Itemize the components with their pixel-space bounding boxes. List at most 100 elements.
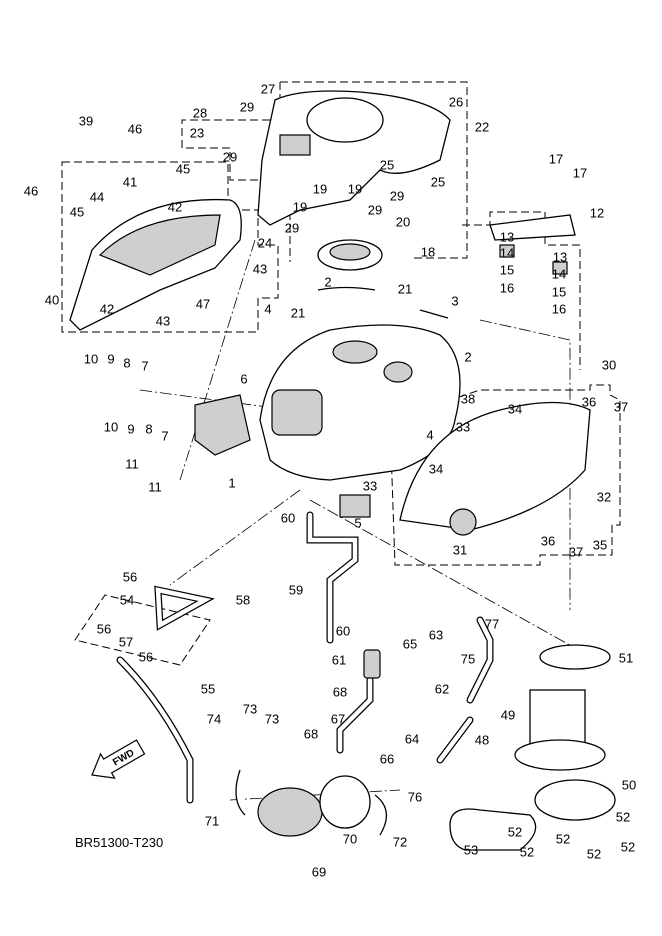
canister: [257, 787, 323, 837]
callout: 31: [453, 542, 467, 557]
yamaha-emblem: [449, 508, 477, 536]
callout: 17: [549, 151, 563, 166]
callout: 51: [619, 650, 633, 665]
tank-bracket: [194, 394, 251, 456]
callout: 68: [333, 684, 347, 699]
callout: 29: [223, 149, 237, 164]
callout: 26: [449, 94, 463, 109]
callout: 75: [461, 651, 475, 666]
callout: 42: [168, 199, 182, 214]
callout: 70: [343, 831, 357, 846]
callout: 32: [597, 489, 611, 504]
callout: 76: [408, 789, 422, 804]
callout: 36: [541, 533, 555, 548]
callout: 59: [289, 582, 303, 597]
callout: 73: [243, 701, 257, 716]
callout: 52: [508, 824, 522, 839]
callout: 55: [201, 681, 215, 696]
callout: 21: [398, 281, 412, 296]
callout: 16: [552, 301, 566, 316]
callout: 5: [354, 515, 361, 530]
callout: 49: [501, 707, 515, 722]
callout: 60: [336, 623, 350, 638]
callout: 43: [156, 313, 170, 328]
callout: 18: [421, 244, 435, 259]
callout-labels: 27 26 22 28 29 23 39 46 29 25 25 45 41 4…: [24, 81, 636, 879]
callout: 44: [90, 189, 104, 204]
callout: 4: [426, 427, 433, 442]
callout: 37: [614, 399, 628, 414]
callout: 34: [508, 401, 522, 416]
callout: 8: [123, 355, 130, 370]
callout: 29: [390, 188, 404, 203]
seat: [399, 401, 591, 531]
callout: 33: [456, 419, 470, 434]
callout: 52: [520, 844, 534, 859]
callout: 73: [265, 711, 279, 726]
callout: 46: [128, 121, 142, 136]
diagram-code: BR51300-T230: [75, 835, 163, 850]
callout: 65: [403, 636, 417, 651]
callout: 67: [331, 711, 345, 726]
callout: 21: [291, 305, 305, 320]
callout: 4: [264, 301, 271, 316]
fuel-pump: [529, 689, 586, 746]
callout: 15: [552, 284, 566, 299]
callout: 14: [552, 266, 566, 281]
callout: 53: [464, 842, 478, 857]
callout: 77: [485, 616, 499, 631]
callout: 17: [573, 165, 587, 180]
callout: 11: [148, 479, 162, 494]
callout: 60: [281, 510, 295, 525]
callout: 48: [475, 732, 489, 747]
callout: 7: [141, 358, 148, 373]
callout: 45: [70, 204, 84, 219]
callout: 10: [104, 419, 118, 434]
hose-group-box: [74, 594, 211, 666]
callout: 9: [107, 351, 114, 366]
callout: 30: [602, 357, 616, 372]
callout: 40: [45, 292, 59, 307]
callout: 25: [431, 174, 445, 189]
callout: 19: [313, 181, 327, 196]
fuel-tank: [259, 324, 461, 481]
callout: 56: [123, 569, 137, 584]
callout: 27: [261, 81, 275, 96]
callout: 14: [500, 245, 514, 260]
callout: 2: [324, 274, 331, 289]
tank-top-cover: [257, 90, 451, 226]
callout: 38: [461, 391, 475, 406]
callout: 33: [363, 478, 377, 493]
pump-ring: [539, 644, 611, 670]
callout: 25: [380, 157, 394, 172]
callout: 29: [368, 202, 382, 217]
callout: 29: [240, 99, 254, 114]
callout: 2: [464, 349, 471, 364]
callout: 56: [97, 621, 111, 636]
callout: 74: [207, 711, 221, 726]
callout: 29: [285, 220, 299, 235]
callout: 34: [429, 461, 443, 476]
callout: 35: [593, 537, 607, 552]
callout: 20: [396, 214, 410, 229]
callout: 15: [500, 262, 514, 277]
callout: 45: [176, 161, 190, 176]
callout: 9: [127, 421, 134, 436]
callout: 19: [293, 199, 307, 214]
callout: 19: [348, 181, 362, 196]
callout: 8: [145, 421, 152, 436]
callout: 43: [253, 261, 267, 276]
callout: 63: [429, 627, 443, 642]
callout: 24: [258, 235, 272, 250]
callout: 71: [205, 813, 219, 828]
callout: 1: [228, 475, 235, 490]
callout: 41: [123, 174, 137, 189]
pump-gasket: [534, 779, 616, 821]
callout: 3: [451, 293, 458, 308]
callout: 52: [621, 839, 635, 854]
callout: 10: [84, 351, 98, 366]
callout: 28: [193, 105, 207, 120]
callout: 7: [161, 428, 168, 443]
callout: 11: [125, 456, 139, 471]
